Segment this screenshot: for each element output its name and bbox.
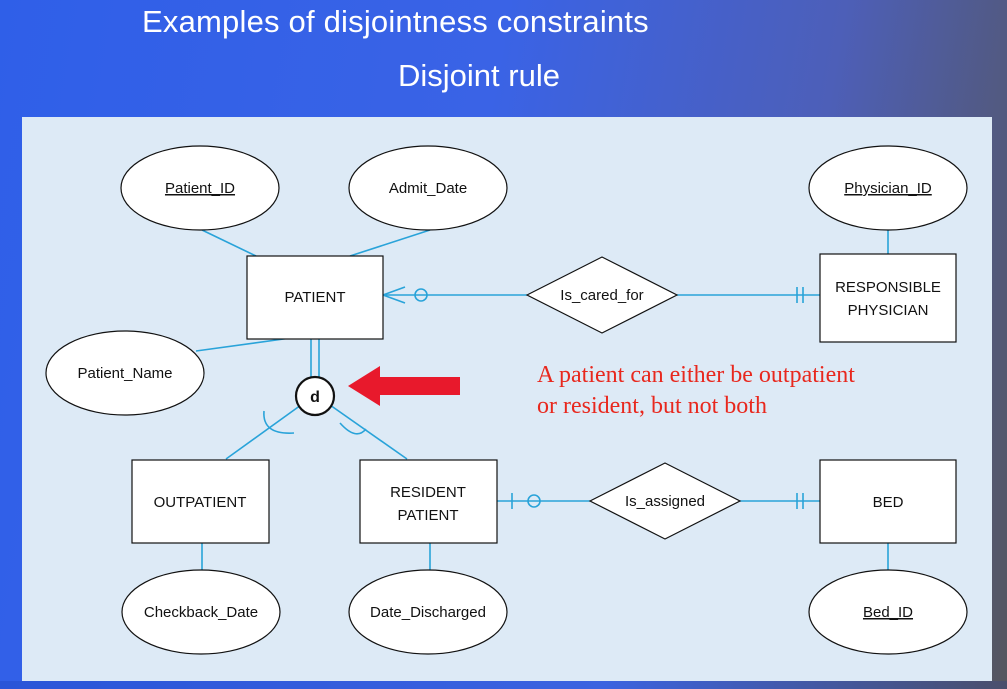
entity-resident-label-1: RESIDENT (390, 484, 466, 501)
relationship-is-cared-for-label: Is_cared_for (560, 287, 643, 304)
entity-resident-patient (359, 459, 498, 544)
disjoint-circle (294, 375, 336, 417)
disjoint-symbol: d (310, 389, 320, 406)
annotation-line-2: or resident, but not both (537, 393, 767, 419)
attribute-checkback-date (121, 569, 281, 655)
entity-outpatient-label: OUTPATIENT (154, 494, 247, 511)
er-diagram: d PATIENT RESPONSIBLE PHYSICIAN OUTPATIE… (45, 145, 968, 655)
attribute-physician-id (808, 145, 968, 231)
er-diagram-panel: d PATIENT RESPONSIBLE PHYSICIAN OUTPATIE… (22, 117, 992, 681)
entity-resident-label-2: PATIENT (397, 507, 458, 524)
attribute-admit-date (348, 145, 508, 231)
entity-bed-label: BED (873, 494, 904, 511)
slide-title: Examples of disjointness constraints (142, 4, 649, 39)
attribute-checkback-date-label: Checkback_Date (144, 604, 258, 621)
red-arrow-icon (348, 366, 460, 406)
attribute-bed-id (808, 569, 968, 655)
entity-outpatient (131, 459, 270, 544)
attribute-patient-id-label: Patient_ID (165, 180, 235, 197)
relationship-is-assigned (588, 462, 742, 540)
entity-responsible-physician (819, 253, 957, 343)
attribute-date-discharged-label: Date_Discharged (370, 604, 486, 621)
entity-patient (246, 255, 384, 340)
relationship-is-assigned-label: Is_assigned (625, 493, 705, 510)
slide-subtitle: Disjoint rule (398, 58, 560, 93)
attribute-patient-name-label: Patient_Name (77, 365, 172, 382)
entity-physician-label-2: PHYSICIAN (848, 302, 929, 319)
annotation-line-1: A patient can either be outpatient (537, 362, 855, 388)
attribute-bed-id-label: Bed_ID (863, 604, 913, 621)
entity-physician-label-1: RESPONSIBLE (835, 279, 941, 296)
bottom-strip (0, 681, 1007, 689)
relationship-is-cared-for (525, 256, 679, 334)
entity-bed (819, 459, 957, 544)
attribute-physician-id-label: Physician_ID (844, 180, 932, 197)
attribute-patient-id (120, 145, 280, 231)
entity-patient-label: PATIENT (284, 289, 345, 306)
attribute-admit-date-label: Admit_Date (389, 180, 467, 197)
attribute-patient-name (45, 330, 205, 416)
attribute-date-discharged (348, 569, 508, 655)
connector-lines (195, 229, 889, 570)
disjoint-annotation: A patient can either be outpatient or re… (537, 360, 957, 422)
